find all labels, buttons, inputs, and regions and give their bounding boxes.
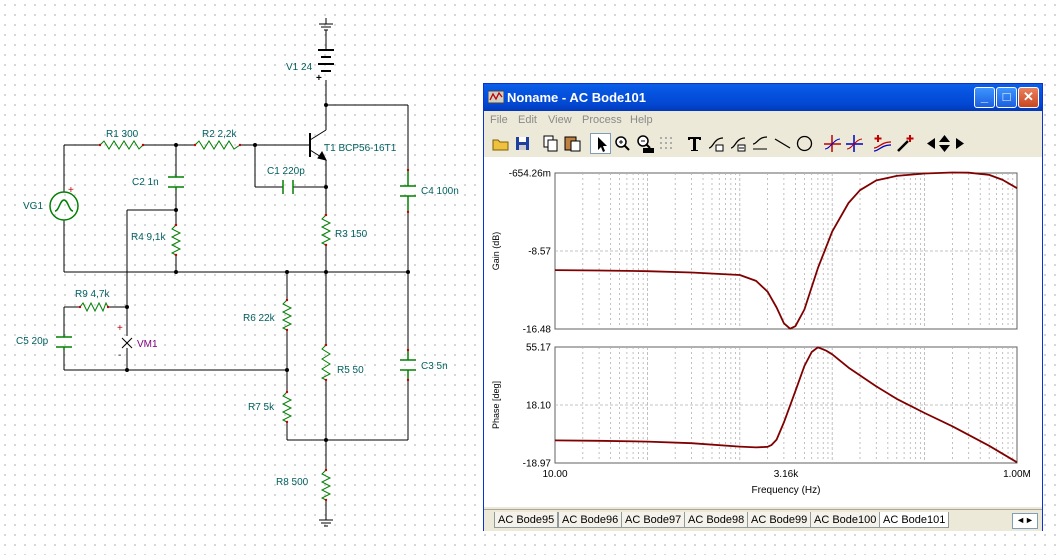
- phase-xtick-label: 1.00M: [1003, 469, 1031, 480]
- gain-ytick-label: -8.57: [528, 247, 551, 258]
- toolbar: [488, 131, 1040, 155]
- tab-ac-bode96[interactable]: AC Bode96: [558, 512, 623, 528]
- add-curve-icon[interactable]: [872, 133, 893, 154]
- zoom-100-icon[interactable]: [634, 133, 655, 154]
- menu-view[interactable]: View: [548, 114, 572, 126]
- phase-ytick-label: -18.97: [523, 459, 552, 470]
- vm1-plus-sign: +: [117, 323, 123, 334]
- maximize-button[interactable]: □: [996, 87, 1017, 108]
- plot-area[interactable]: -654.26m -8.57 -16.48 Gain (dB) 55.17 18.10 -…: [484, 157, 1042, 507]
- battery-v1: [318, 49, 334, 72]
- bode-window[interactable]: Noname - AC Bode101 _ □ ✕ File Edit View…: [483, 83, 1043, 531]
- save-disk-icon[interactable]: [512, 133, 533, 154]
- gain-chart: -654.26m -8.57 -16.48 Gain (dB): [491, 169, 1018, 336]
- paste-icon[interactable]: [562, 133, 583, 154]
- menu-file[interactable]: File: [490, 114, 508, 126]
- menu-help[interactable]: Help: [630, 114, 653, 126]
- label-r2: R2 2,2k: [202, 129, 237, 140]
- bode-plot[interactable]: -654.26m -8.57 -16.48 Gain (dB) 55.17 18.10 -…: [484, 157, 1042, 507]
- tab-bar: AC Bode95 AC Bode96 AC Bode97 AC Bode98 …: [484, 509, 1042, 531]
- label-r1: R1 300: [106, 129, 139, 140]
- phase-xtick-label: 3.16k: [774, 469, 799, 480]
- color-picker-icon[interactable]: [894, 133, 915, 154]
- cursor-b-icon[interactable]: [844, 133, 865, 154]
- close-button[interactable]: ✕: [1018, 87, 1039, 108]
- gain-ytick-label: -16.48: [523, 325, 552, 336]
- text-tool-icon[interactable]: [684, 133, 705, 154]
- minimize-button[interactable]: _: [974, 87, 995, 108]
- phase-ytick-label: 18.10: [526, 401, 551, 412]
- resistors: [79, 140, 332, 501]
- label-t1: T1 BCP56-16T1: [324, 143, 397, 154]
- scroll-right-icon[interactable]: ►: [1025, 515, 1034, 525]
- junctions: [125, 103, 410, 442]
- menu-bar: File Edit View Process Help: [484, 111, 1042, 130]
- copy-icon[interactable]: [540, 133, 561, 154]
- menu-edit[interactable]: Edit: [518, 114, 537, 126]
- label-v1: V1 24: [286, 62, 313, 73]
- tab-scroll[interactable]: ◄►: [1012, 513, 1038, 529]
- cursor-a-icon[interactable]: [822, 133, 843, 154]
- move-left-icon[interactable]: [920, 133, 941, 154]
- phase-xtick-label: 10.00: [542, 469, 567, 480]
- app-icon: [488, 90, 504, 104]
- gain-ylabel: Gain (dB): [491, 232, 501, 271]
- label-r5: R5 50: [337, 365, 364, 376]
- curve-label2-icon[interactable]: [728, 133, 749, 154]
- gain-ytick-label: -654.26m: [509, 169, 551, 180]
- open-folder-icon[interactable]: [490, 133, 511, 154]
- curve-label-icon[interactable]: [706, 133, 727, 154]
- phase-xlabel: Frequency (Hz): [752, 485, 821, 496]
- title-bar[interactable]: Noname - AC Bode101 _ □ ✕: [484, 84, 1042, 111]
- move-right-icon[interactable]: [950, 133, 971, 154]
- vg1-plus-sign: +: [68, 185, 74, 196]
- label-vg1: VG1: [23, 201, 44, 212]
- zoom-in-icon[interactable]: [612, 133, 633, 154]
- label-r4: R4 9,1k: [131, 232, 166, 243]
- tab-ac-bode97[interactable]: AC Bode97: [621, 512, 686, 528]
- tab-ac-bode98[interactable]: AC Bode98: [684, 512, 749, 528]
- phase-ylabel: Phase [deg]: [491, 381, 501, 429]
- tab-ac-bode95[interactable]: AC Bode95: [494, 512, 559, 528]
- pointer-icon[interactable]: [590, 133, 611, 154]
- phase-trace: [554, 346, 1018, 464]
- tab-ac-bode99[interactable]: AC Bode99: [747, 512, 812, 528]
- label-c1: C1 220p: [267, 166, 305, 177]
- scroll-left-icon[interactable]: ◄: [1016, 515, 1025, 525]
- tab-ac-bode101[interactable]: AC Bode101: [879, 512, 950, 528]
- move-updown-icon[interactable]: [934, 133, 955, 154]
- capacitors: [56, 170, 416, 380]
- label-r7: R7 5k: [248, 402, 275, 413]
- window-title: Noname - AC Bode101: [507, 90, 646, 105]
- label-c5: C5 20p: [16, 336, 49, 347]
- vm1-minus-sign: -: [118, 350, 122, 361]
- gain-trace: [554, 171, 1018, 330]
- pin-markers: [78, 143, 410, 502]
- menu-process[interactable]: Process: [582, 114, 622, 126]
- label-c4: C4 100n: [421, 186, 459, 197]
- circle-tool-icon[interactable]: [794, 133, 815, 154]
- label-r3: R3 150: [335, 229, 368, 240]
- source-vg1: [49, 191, 79, 221]
- phase-ytick-label: 55.17: [526, 343, 551, 354]
- grid-icon[interactable]: [656, 133, 677, 154]
- tab-ac-bode100[interactable]: AC Bode100: [810, 512, 881, 528]
- label-c3: C3 5n: [421, 361, 448, 372]
- voltmeter-vm1: [121, 330, 133, 350]
- label-r8: R8 500: [276, 477, 309, 488]
- label-vm1: VM1: [137, 339, 158, 350]
- curve-label3-icon[interactable]: [750, 133, 771, 154]
- line-tool-icon[interactable]: [772, 133, 793, 154]
- wires: [63, 18, 409, 527]
- label-r9: R9 4,7k: [75, 289, 110, 300]
- v1-plus-sign: +: [316, 73, 322, 84]
- transistor-t1: [309, 129, 327, 161]
- label-c2: C2 1n: [132, 177, 159, 188]
- schematic-drawing: [49, 18, 416, 527]
- label-r6: R6 22k: [243, 313, 275, 324]
- phase-chart: 55.17 18.10 -18.97 Phase [deg] 10.00 3.16k 1.0…: [491, 343, 1031, 497]
